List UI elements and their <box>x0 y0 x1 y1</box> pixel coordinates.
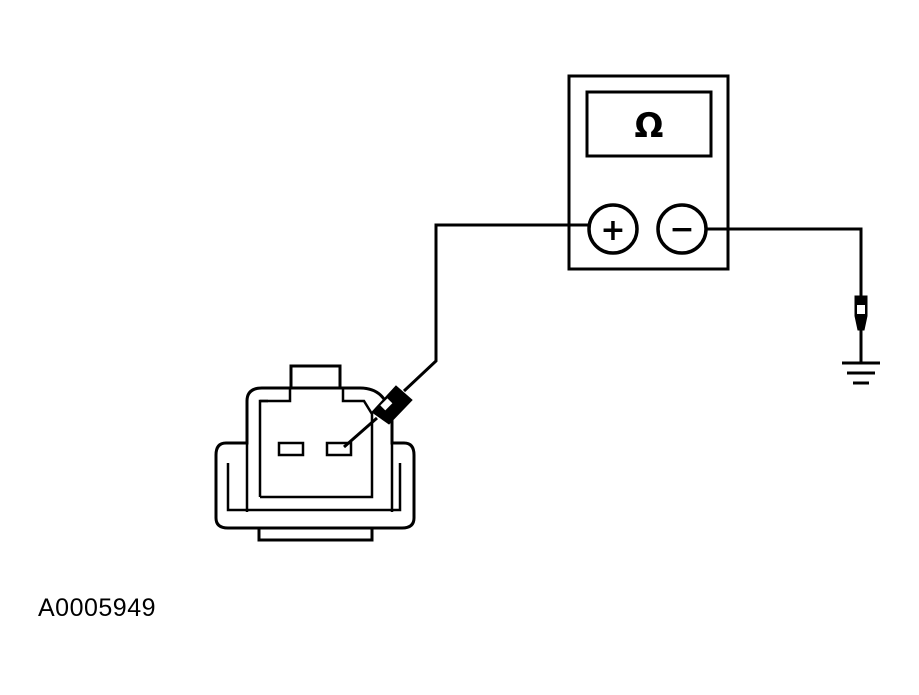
positive-terminal <box>587 203 639 255</box>
positive-test-lead <box>402 223 589 393</box>
positive-symbol: + <box>600 213 625 248</box>
ground-clip-icon <box>854 295 868 362</box>
ohm-symbol: Ω <box>635 106 664 146</box>
meter-body <box>567 74 730 271</box>
terminal-1 <box>277 441 305 457</box>
connector-icon <box>214 364 416 542</box>
ground-symbol-icon <box>842 361 880 385</box>
figure-id-label: A0005949 <box>38 594 157 622</box>
ohmmeter-icon <box>567 74 730 271</box>
test-probe-icon <box>343 385 413 449</box>
negative-test-lead <box>706 227 863 296</box>
negative-symbol: − <box>669 212 694 247</box>
terminal-2 <box>325 441 353 457</box>
meter-display <box>585 90 713 158</box>
